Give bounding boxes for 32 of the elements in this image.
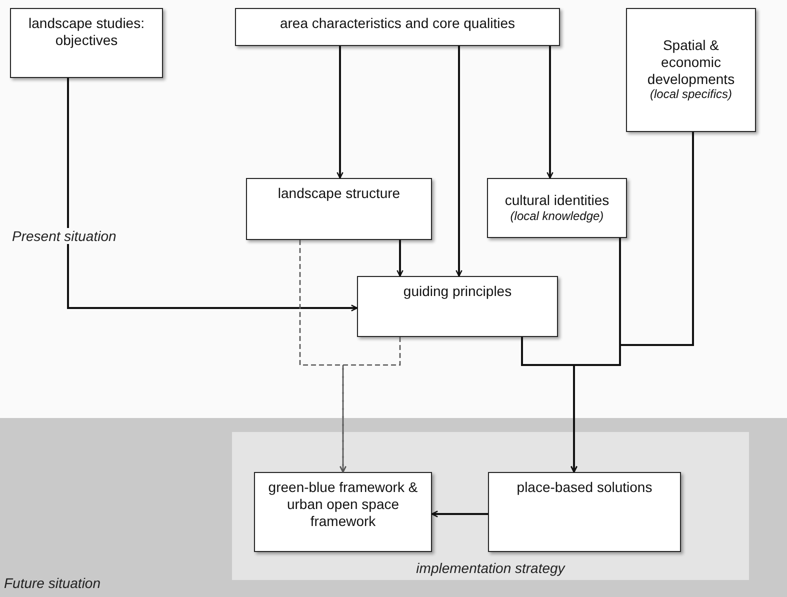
arrow xyxy=(67,78,358,312)
region-label: implementation strategy xyxy=(415,560,566,576)
box-label: area characteristics and core qualities xyxy=(280,15,515,32)
box-label: guiding principles xyxy=(403,283,512,300)
box-label: Spatial & economic developments xyxy=(646,37,736,88)
dashed-arrow xyxy=(340,337,401,473)
process-box xyxy=(246,178,432,240)
box-label: landscape studies: objectives xyxy=(28,15,146,49)
process-box xyxy=(10,8,163,78)
region-label: Present situation xyxy=(10,228,118,244)
process-box xyxy=(254,472,432,552)
dashed-arrow xyxy=(299,240,346,473)
box-note: (local specifics) xyxy=(650,87,732,103)
arrow xyxy=(336,46,344,179)
arrow xyxy=(431,510,488,518)
box-note: (local knowledge) xyxy=(510,208,604,224)
group-panel xyxy=(232,432,749,580)
process-box xyxy=(235,8,560,46)
arrow xyxy=(396,240,404,277)
arrow xyxy=(456,46,462,277)
process-box xyxy=(357,276,558,337)
box-label: green-blue framework & urban open space framework xyxy=(267,479,419,530)
box-label: place-based solutions xyxy=(516,479,652,496)
region-label: Future situation xyxy=(4,575,100,591)
box-label: cultural identities xyxy=(504,192,610,209)
region-band xyxy=(0,418,787,597)
box-label: landscape structure xyxy=(278,185,400,202)
arrow xyxy=(570,132,694,473)
process-box xyxy=(488,472,681,552)
process-box xyxy=(487,178,627,238)
process-box xyxy=(626,8,756,132)
arrow xyxy=(546,46,554,179)
